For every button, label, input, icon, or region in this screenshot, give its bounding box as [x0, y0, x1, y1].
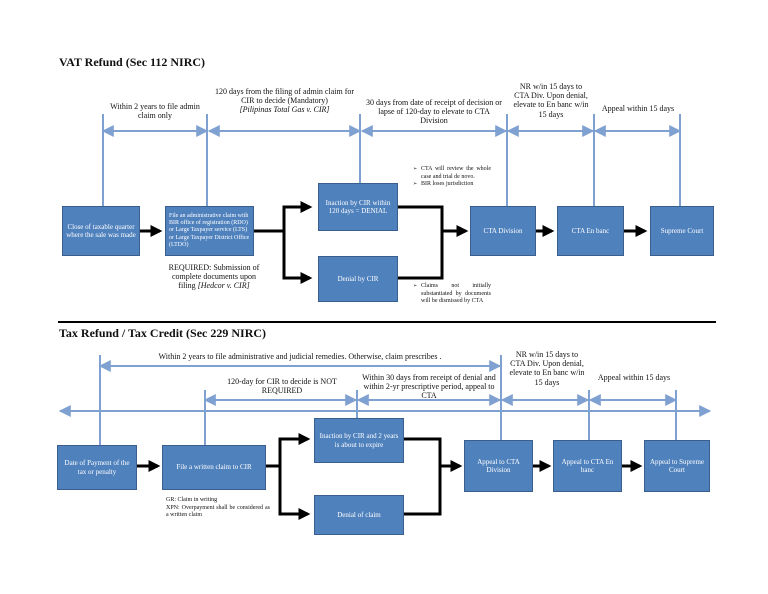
vat-label-120-days-case: [Pilipinas Total Gas v. CIR] [239, 105, 330, 115]
vat-note-cta-review: CTA will review the whole case and trial… [413, 166, 491, 189]
tax-label-appeal-15-days: Appeal within 15 days [597, 373, 671, 382]
vat-box-denial: Denial by CIR [318, 256, 398, 302]
vat-label-within-2-years: Within 2 years to file admin claim only [110, 102, 200, 121]
tax-box-written-claim: File a written claim to CIR [162, 445, 266, 490]
vat-timeline [101, 114, 682, 206]
tax-box-inaction: Inaction by CIR and 2 years is about to … [314, 418, 404, 463]
vat-label-nr-15-days: NR w/in 15 days to CTA Div. Upon denial,… [513, 82, 589, 119]
tax-note-xpn: XPN: Overpayment shall be considered as … [166, 504, 270, 519]
vat-note-claims-dismissed: Claims not initially substantiated by do… [413, 283, 491, 306]
tax-label-120-days: 120-day for CIR to decide is NOT REQUIRE… [227, 377, 337, 396]
tax-refund-flow-arrows [137, 433, 643, 520]
tax-box-denial: Denial of claim [314, 495, 404, 535]
tax-refund-title: Tax Refund / Tax Credit (Sec 229 NIRC) [59, 326, 267, 340]
tax-label-30-days: Within 30 days from receipt of denial an… [362, 373, 496, 401]
tax-note-written-claim: GR: Claim in writing XPN: Overpayment sh… [166, 497, 270, 520]
vat-note-item: Claims not initially substantiated by do… [413, 283, 491, 306]
tax-box-supreme-court: Appeal to Supreme Court [644, 440, 710, 492]
vat-label-120-days: 120 days from the filing of admin claim … [212, 87, 357, 115]
tax-box-date-of-payment: Date of Payment of the tax or penalty [57, 445, 137, 490]
vat-required-note: REQUIRED: Submission of complete documen… [164, 263, 264, 291]
vat-label-30-days: 30 days from date of receipt of decision… [366, 98, 502, 126]
vat-box-supreme-court: Supreme Court [650, 206, 714, 256]
tax-label-within-2-years: Within 2 years to file administrative an… [158, 352, 442, 361]
tax-label-nr-15-days: NR w/in 15 days to CTA Div. Upon denial,… [509, 350, 585, 387]
vat-box-inaction: Inaction by CIR within 120 days = DENIAL [318, 183, 398, 231]
tax-box-cta-en-banc: Appeal to CTA En banc [553, 440, 622, 492]
vat-required-text: REQUIRED: Submission of complete documen… [168, 263, 260, 291]
vat-label-120-days-text: 120 days from the filing of admin claim … [214, 87, 355, 106]
vat-refund-title: VAT Refund (Sec 112 NIRC) [59, 55, 206, 69]
tax-note-gr: GR: Claim in writing [166, 497, 218, 503]
vat-box-admin-claim: File an administrative claim with BIR of… [165, 206, 254, 256]
vat-box-cta-division: CTA Division [470, 206, 536, 256]
tax-box-cta-division: Appeal to CTA Division [464, 440, 533, 492]
vat-box-cta-en-banc: CTA En banc [557, 206, 624, 256]
vat-flow-arrows [140, 201, 648, 284]
vat-box-close-quarter: Close of taxable quarter where the sale … [62, 206, 140, 256]
vat-required-case: [Hedcor v. CIR] [197, 281, 250, 291]
vat-label-appeal-15-days: Appeal within 15 days [601, 104, 675, 113]
vat-note-item: CTA will review the whole case and trial… [413, 166, 491, 181]
vat-note-item: BIR loses jurisdiction [413, 181, 491, 189]
tax-refund-timeline [58, 355, 712, 445]
